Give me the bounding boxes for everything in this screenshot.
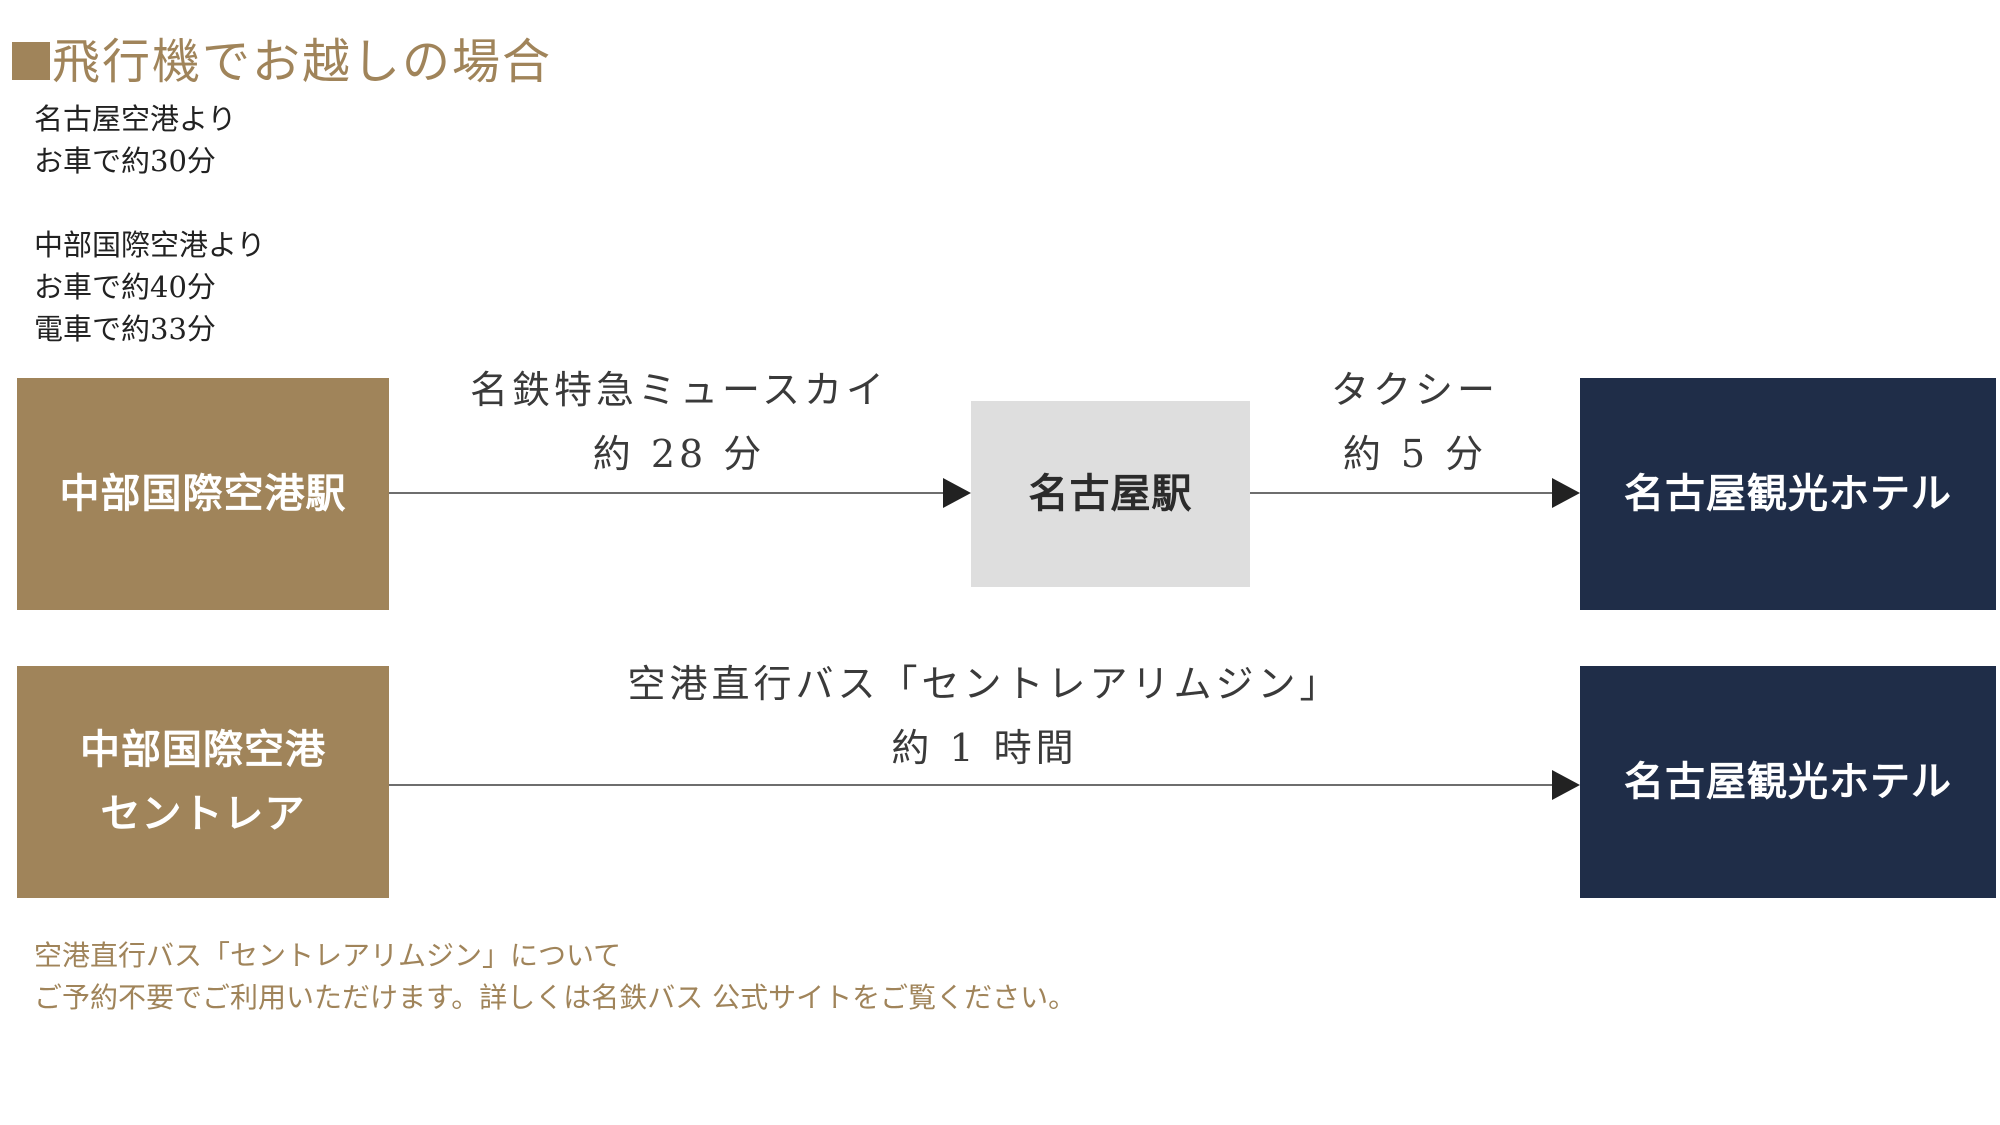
nagoya-airport-info: 名古屋空港より お車で約30分: [34, 98, 236, 182]
route2-leg-time: 約 1 時間: [891, 726, 1078, 770]
route1-transfer-label: 名古屋駅: [1028, 470, 1193, 517]
route2-leg-arrow-head-icon: [1552, 770, 1580, 800]
route2-destination-label: 名古屋観光ホテル: [1624, 758, 1952, 805]
route1-origin-label: 中部国際空港駅: [59, 470, 347, 517]
info-line: お車で約40分: [34, 270, 216, 304]
route1-leg1-name: 名鉄特急ミュースカイ: [469, 368, 889, 412]
route2-origin-line1: 中部国際空港: [80, 726, 326, 773]
route2-leg-name: 空港直行バス「セントレアリムジン」: [627, 662, 1342, 706]
title-square-icon: [12, 42, 50, 80]
route1-transfer-box: 名古屋駅: [971, 401, 1250, 587]
route2-origin-line2: セントレア: [100, 790, 306, 837]
route1-leg2-name: タクシー: [1330, 368, 1499, 412]
page-title-text: 飛行機でお越しの場合: [52, 34, 553, 90]
chubu-airport-info: 中部国際空港より お車で約40分 電車で約33分: [34, 224, 265, 350]
route1-leg1-arrow-line: [389, 492, 945, 494]
route1-leg1-arrow-head-icon: [943, 478, 971, 508]
bus-note-line1: 空港直行バス「セントレアリムジン」について: [34, 939, 622, 972]
route2-destination-box: 名古屋観光ホテル: [1580, 666, 1996, 898]
route1-leg2-time: 約 5 分: [1342, 432, 1488, 476]
info-line: 電車で約33分: [34, 312, 216, 346]
bus-note-line2: ご予約不要でご利用いただけます。詳しくは名鉄バス 公式サイトをご覧ください。: [34, 981, 1077, 1014]
route1-origin-box: 中部国際空港駅: [17, 378, 389, 610]
route1-leg2-arrow-line: [1250, 492, 1554, 494]
route1-destination-label: 名古屋観光ホテル: [1624, 470, 1952, 517]
route1-leg2-label-group: タクシー 約 5 分: [1250, 358, 1580, 486]
route1-destination-box: 名古屋観光ホテル: [1580, 378, 1996, 610]
route2-leg-label-group: 空港直行バス「セントレアリムジン」 約 1 時間: [389, 652, 1580, 780]
info-line: 名古屋空港より: [34, 102, 237, 136]
route1-leg1-label-group: 名鉄特急ミュースカイ 約 28 分: [389, 358, 969, 486]
route1-leg2-arrow-head-icon: [1552, 478, 1580, 508]
info-line: 中部国際空港より: [34, 228, 266, 262]
route2-origin-box: 中部国際空港 セントレア: [17, 666, 389, 898]
bus-note: 空港直行バス「セントレアリムジン」について ご予約不要でご利用いただけます。詳し…: [34, 935, 1076, 1019]
route1-leg1-time: 約 28 分: [592, 432, 766, 476]
route2-leg-arrow-line: [389, 784, 1554, 786]
info-line: お車で約30分: [34, 144, 216, 178]
page-title: 飛行機でお越しの場合: [12, 22, 552, 92]
